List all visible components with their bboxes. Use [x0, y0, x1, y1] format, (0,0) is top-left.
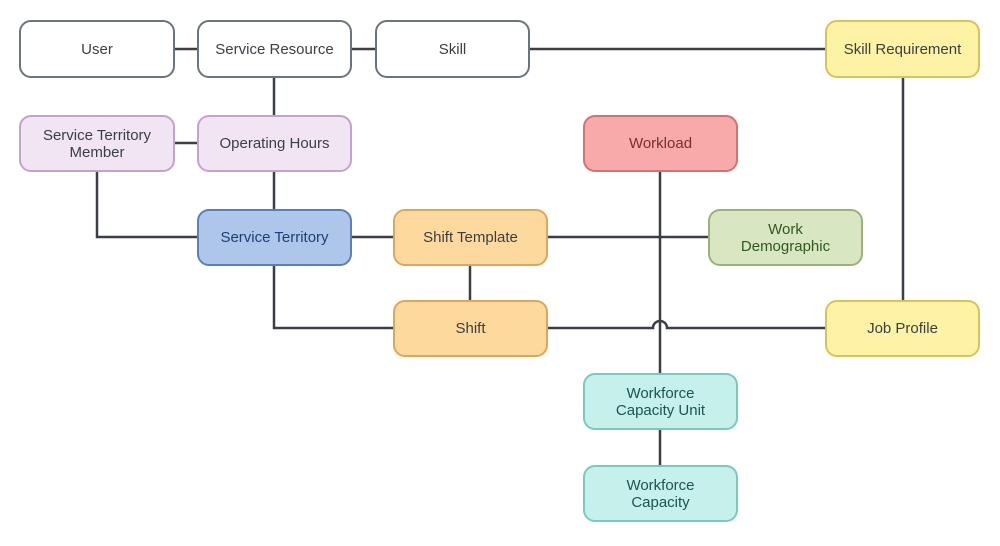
node-user-label: User [81, 40, 113, 58]
node-user: User [19, 20, 175, 78]
node-service-territory-member: Service Territory Member [19, 115, 175, 172]
node-service-resource-label: Service Resource [215, 40, 334, 58]
connector-service-territory-shift [272, 266, 393, 330]
node-workload: Workload [583, 115, 738, 172]
node-skill-requirement-label: Skill Requirement [843, 40, 962, 58]
node-shift-label: Shift [455, 320, 486, 337]
node-service-territory-member-label: Service Territory Member [42, 126, 152, 161]
node-skill-requirement: Skill Requirement [825, 20, 980, 78]
node-work-demographic-label: Work Demographic [740, 220, 831, 255]
node-service-territory: Service Territory [197, 209, 352, 266]
node-job-profile-label: Job Profile [867, 320, 938, 337]
connector-member-service-territory [95, 172, 197, 239]
node-skill-label: Skill [438, 40, 467, 58]
node-shift: Shift [393, 300, 548, 357]
node-skill: Skill [375, 20, 530, 78]
node-operating-hours: Operating Hours [197, 115, 352, 172]
node-workforce-capacity-label: Workforce Capacity [626, 476, 695, 511]
node-workload-label: Workload [628, 135, 693, 152]
node-workforce-capacity: Workforce Capacity [583, 465, 738, 522]
node-workforce-capacity-unit: Workforce Capacity Unit [583, 373, 738, 430]
node-service-territory-label: Service Territory [220, 229, 329, 246]
node-shift-template-label: Shift Template [423, 229, 518, 246]
node-workforce-capacity-unit-label: Workforce Capacity Unit [615, 384, 706, 419]
node-shift-template: Shift Template [393, 209, 548, 266]
connector-shift-job-profile [548, 319, 825, 330]
node-operating-hours-label: Operating Hours [219, 135, 330, 152]
node-work-demographic: Work Demographic [708, 209, 863, 266]
node-service-resource: Service Resource [197, 20, 352, 78]
node-job-profile: Job Profile [825, 300, 980, 357]
